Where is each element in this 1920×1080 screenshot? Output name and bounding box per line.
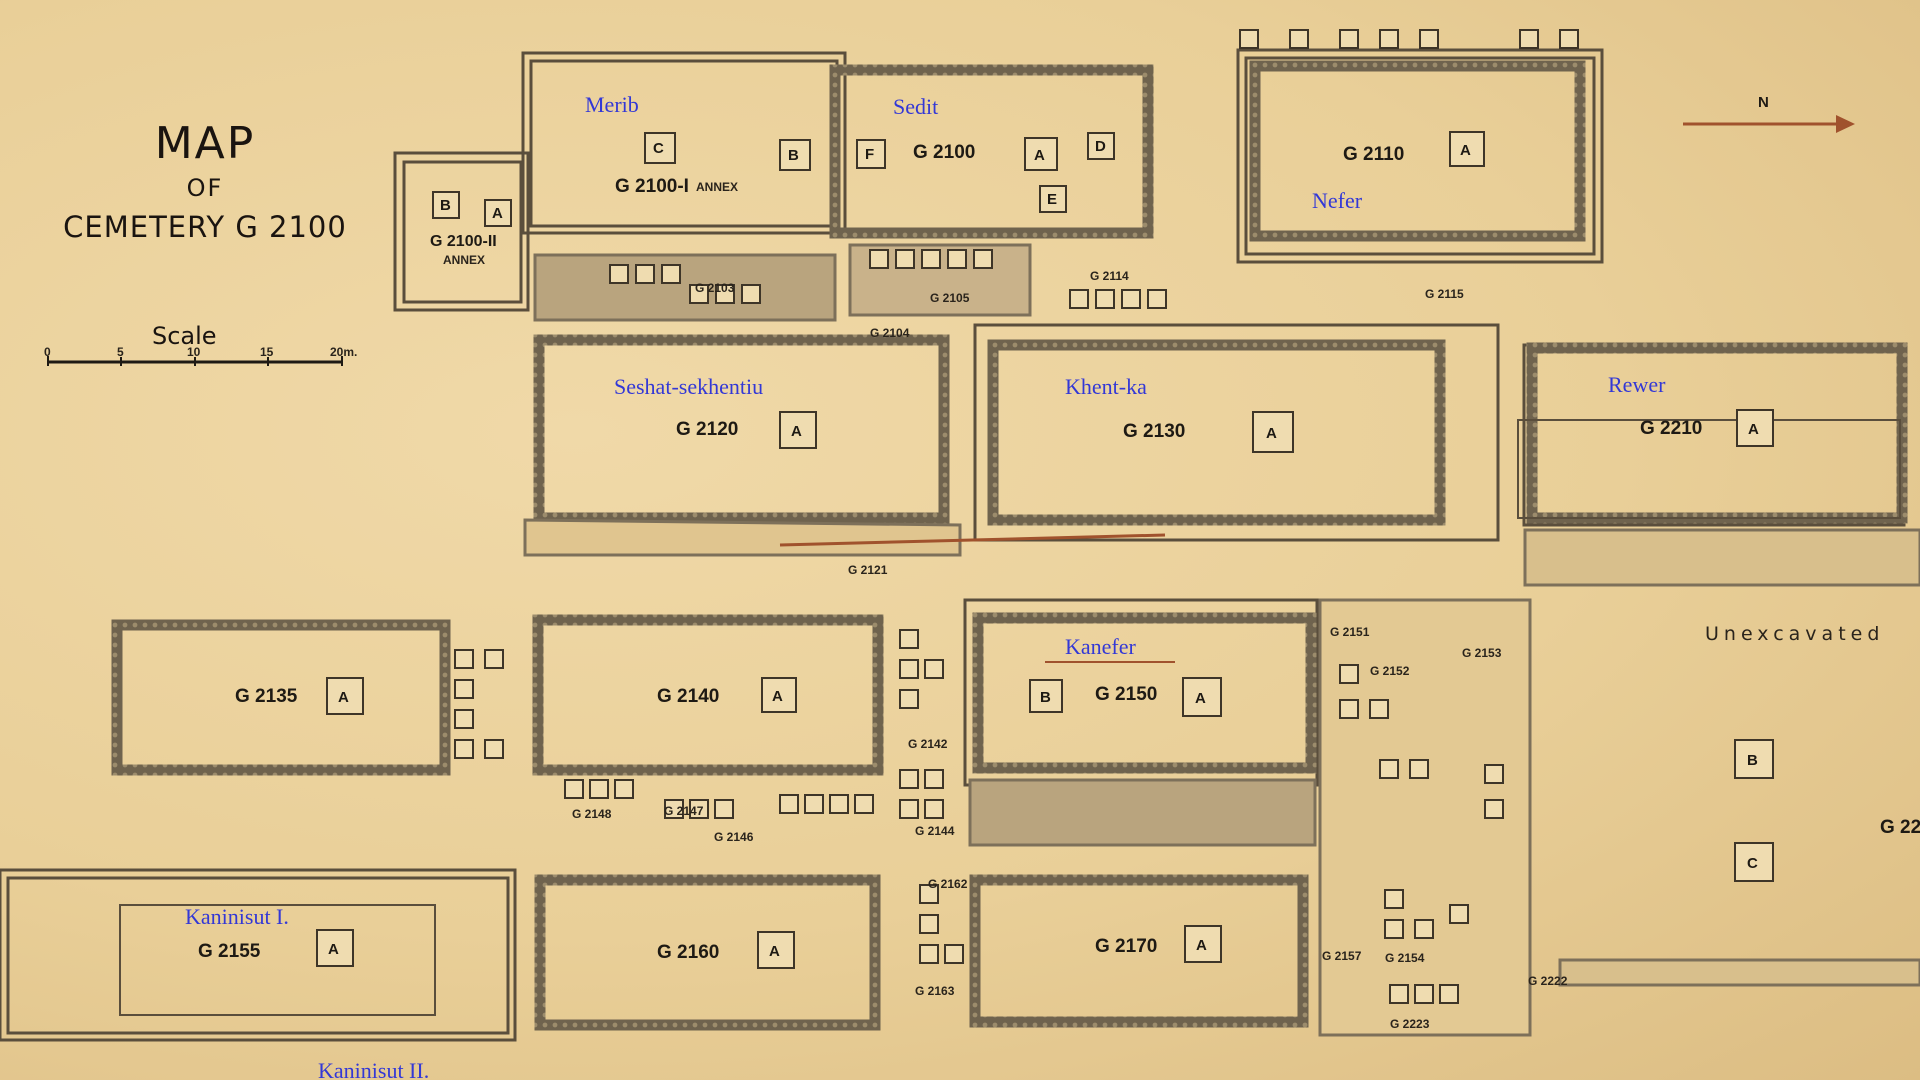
- owner-kanefer: Kanefer: [1065, 634, 1137, 659]
- shaft-g2100i-c: C: [653, 140, 664, 157]
- map-title: MAP OF CEMETERY G 2100: [20, 118, 390, 248]
- shaft-g2100-f: F: [865, 146, 874, 163]
- small-shafts: [454, 29, 1579, 1004]
- tomb-g2144: G 2144: [915, 824, 955, 838]
- owner-kaninisut-ii: Kaninisut II.: [318, 1058, 429, 1080]
- shaft-g2100i-b: B: [788, 147, 799, 164]
- tomb-g2155: G 2155: [198, 941, 261, 962]
- annex-label-i: ANNEX: [696, 180, 738, 194]
- tomb-g22-partial: G 22: [1880, 817, 1920, 838]
- shaft-right-b: B: [1747, 752, 1758, 769]
- title-line-cemetery: CEMETERY G 2100: [63, 210, 347, 244]
- tomb-g2160: G 2160: [657, 942, 719, 963]
- tomb-g2121: G 2121: [848, 563, 888, 577]
- tomb-g2222: G 2222: [1528, 974, 1568, 988]
- tomb-g2146: G 2146: [714, 830, 754, 844]
- tomb-g2115: G 2115: [1425, 287, 1464, 301]
- north-arrow: N: [1683, 94, 1855, 133]
- annex-label-ii: ANNEX: [443, 253, 485, 267]
- tomb-g2170: G 2170: [1095, 936, 1157, 957]
- scale-label: Scale: [152, 322, 217, 350]
- shaft-g2150-b: B: [1040, 689, 1051, 706]
- corridor-line: [779, 533, 1166, 547]
- tomb-g2103: G 2103: [695, 281, 735, 295]
- unexcavated-label: Unexcavated: [1705, 623, 1884, 645]
- tomb-g2104: G 2104: [870, 326, 910, 340]
- shaft-right-c: C: [1747, 855, 1758, 872]
- tomb-g2120: G 2120: [676, 419, 738, 440]
- shaft-g2100-a: A: [1034, 147, 1045, 164]
- tomb-g2100-i: G 2100-I: [615, 176, 689, 197]
- tomb-g2105: G 2105: [930, 291, 970, 305]
- shaft-g2100-e: E: [1047, 191, 1057, 208]
- title-line-map: MAP: [154, 118, 256, 169]
- tomb-g2148: G 2148: [572, 807, 612, 821]
- tomb-g2130: G 2130: [1123, 421, 1185, 442]
- tomb-g2114: G 2114: [1090, 269, 1129, 283]
- small-tomb-labels: G 2103 G 2104 G 2105 G 2114 G 2115 G 212…: [572, 269, 1568, 1031]
- shaft-g2120-a: A: [791, 423, 802, 440]
- tomb-g2150: G 2150: [1095, 684, 1157, 705]
- owner-sedit: Sedit: [893, 94, 938, 119]
- owner-nefer: Nefer: [1312, 188, 1363, 213]
- tomb-g2223: G 2223: [1390, 1017, 1430, 1031]
- owner-khent-ka: Khent-ka: [1065, 374, 1147, 399]
- mastaba-cores: [111, 60, 1908, 1031]
- shaft-g2135-a: A: [338, 689, 349, 706]
- north-label: N: [1758, 94, 1769, 111]
- tomb-g2157: G 2157: [1322, 949, 1362, 963]
- owner-rewer: Rewer: [1608, 372, 1666, 397]
- shaft-g2110-a: A: [1460, 142, 1471, 159]
- tomb-g2147: G 2147: [664, 804, 704, 818]
- shaft-g2155-a: A: [328, 941, 339, 958]
- scale-tick-10: 10: [187, 345, 201, 359]
- tomb-g2135: G 2135: [235, 686, 298, 707]
- shaft-g2130-a: A: [1266, 425, 1277, 442]
- tomb-g2153: G 2153: [1462, 646, 1502, 660]
- tomb-g2210: G 2210: [1640, 418, 1702, 439]
- tomb-g2140: G 2140: [657, 686, 719, 707]
- tomb-g2154: G 2154: [1385, 951, 1425, 965]
- shaft-g2150-a: A: [1195, 690, 1206, 707]
- shaft-g2100-d: D: [1095, 138, 1106, 155]
- title-line-of: OF: [186, 174, 224, 202]
- tomb-g2100: G 2100: [913, 142, 975, 163]
- owner-kaninisut-i: Kaninisut I.: [185, 904, 289, 929]
- tomb-g2151: G 2151: [1330, 625, 1370, 639]
- shaft-g2140-a: A: [772, 688, 783, 705]
- inner-outlines: [119, 419, 1901, 1016]
- shaft-g2210-a: A: [1748, 421, 1759, 438]
- shaft-g2100ii-a: A: [492, 205, 503, 222]
- owner-seshat-sekhentiu: Seshat-sekhentiu: [614, 374, 763, 399]
- scale-tick-15: 15: [260, 345, 274, 359]
- shaft-g2100ii-b: B: [440, 197, 451, 214]
- tomb-g2100-ii: G 2100-II: [430, 233, 497, 250]
- scale-tick-20: 20m.: [330, 345, 357, 359]
- tomb-g2110: G 2110: [1343, 144, 1404, 165]
- scale-tick-5: 5: [117, 345, 124, 359]
- tomb-g2142: G 2142: [908, 737, 948, 751]
- shaft-g2160-a: A: [769, 943, 780, 960]
- tomb-g2152: G 2152: [1370, 664, 1410, 678]
- shaft-g2170-a: A: [1196, 937, 1207, 954]
- scale-bar: 0 5 10 15 20m.: [44, 345, 357, 366]
- owner-merib: Merib: [585, 92, 639, 117]
- tomb-g2162: G 2162: [928, 877, 968, 891]
- tomb-g2163: G 2163: [915, 984, 955, 998]
- scale-tick-0: 0: [44, 345, 51, 359]
